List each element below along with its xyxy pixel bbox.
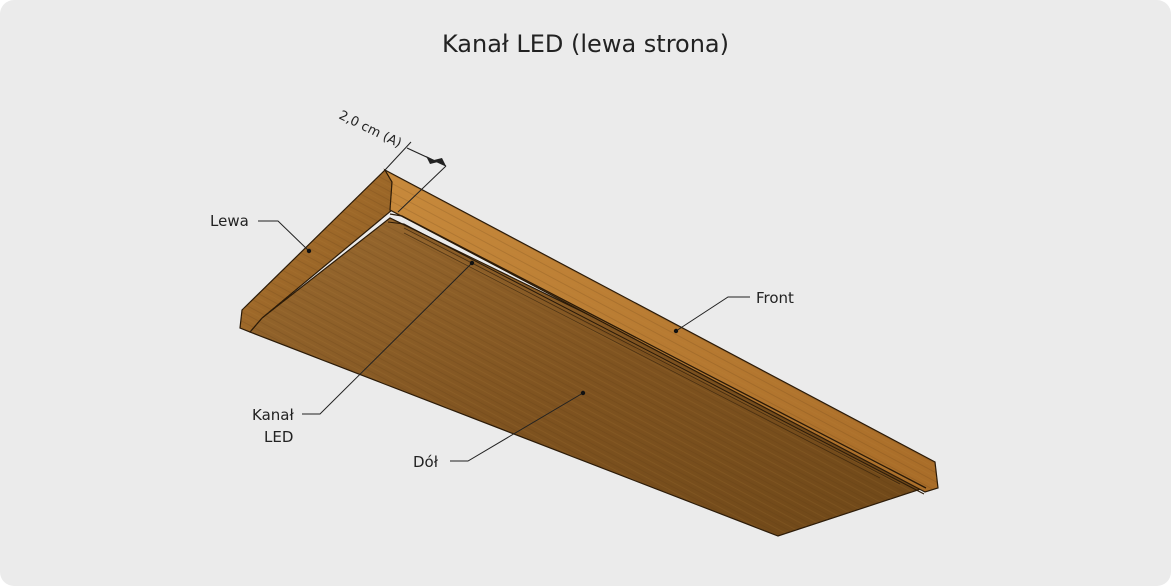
- leader-bottom: [450, 392, 584, 462]
- shelf-front-face: [383, 168, 939, 493]
- leader-front-dot: [673, 328, 679, 334]
- dimension-label: 2,0 cm (A): [336, 108, 404, 151]
- shelf-bottom-face: [248, 217, 938, 537]
- label-front: Front: [756, 289, 794, 307]
- label-channel-line2: LED: [264, 428, 293, 446]
- label-left: Lewa: [210, 212, 249, 230]
- led-channel-groove: [387, 213, 927, 495]
- label-bottom: Dół: [413, 453, 439, 471]
- dimension-marker: [384, 141, 447, 213]
- leader-left: [258, 220, 310, 252]
- leader-bottom-dot: [580, 390, 586, 396]
- leader-left-dot: [306, 248, 312, 254]
- diagram-title: Kanał LED (lewa strona): [441, 30, 729, 58]
- leader-front: [675, 296, 750, 332]
- leader-channel: [302, 262, 473, 415]
- leader-channel-dot: [469, 260, 475, 266]
- label-channel-line1: Kanał: [252, 406, 294, 424]
